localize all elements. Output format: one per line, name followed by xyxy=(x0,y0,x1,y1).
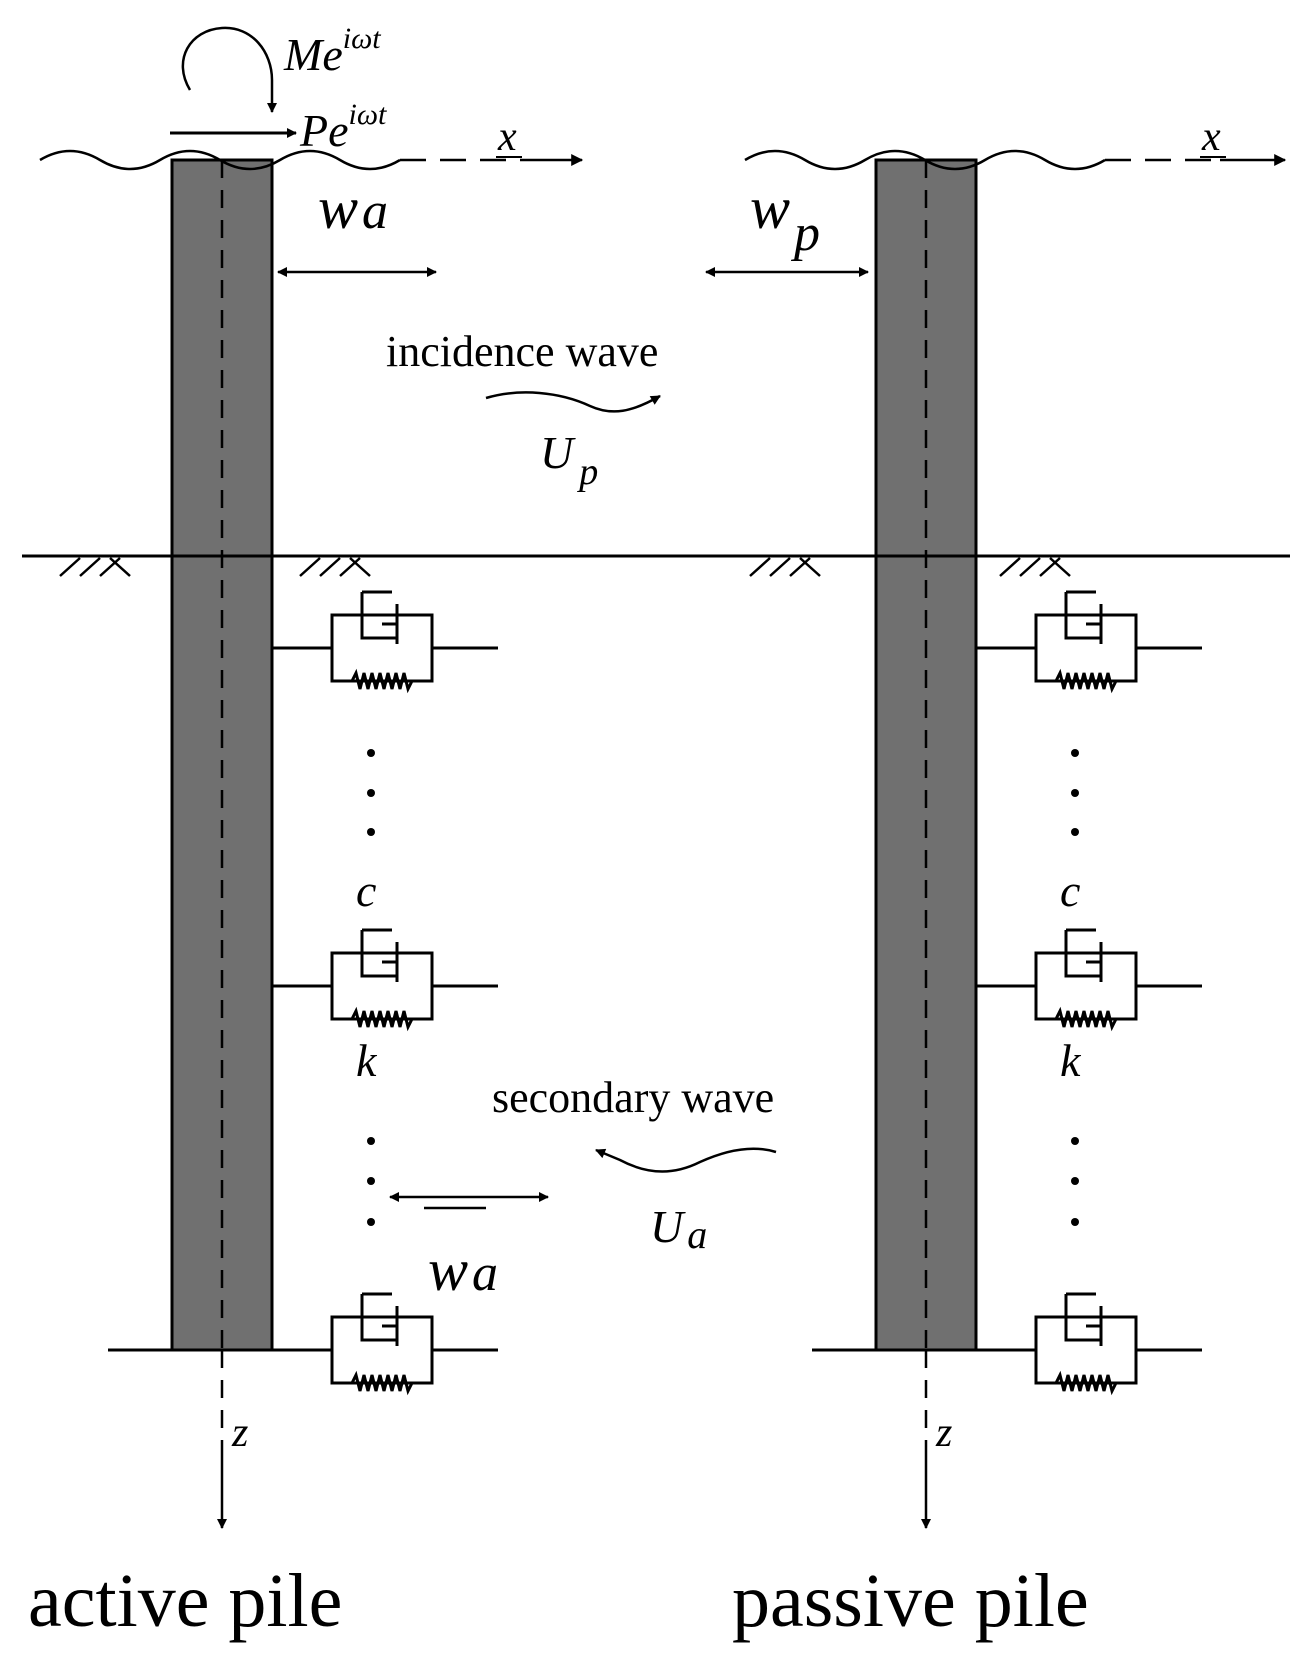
moment-arc-arrow xyxy=(181,26,277,113)
force-label: Peiωt xyxy=(299,98,387,156)
spring-dashpot-right-3 xyxy=(976,1292,1202,1396)
z-label-right: z xyxy=(935,1410,952,1456)
x-axis-right-label: x xyxy=(1201,114,1221,160)
spring-dashpot-left-1 xyxy=(272,590,498,694)
passive-pile-body xyxy=(874,158,978,1352)
active-pile-body xyxy=(170,158,274,1352)
w-a-bottom-label: wa xyxy=(428,1237,498,1303)
ground-hatch-3 xyxy=(749,557,821,577)
spring-dashpot-left-2 xyxy=(272,928,498,1032)
ground-hatch-1 xyxy=(59,557,131,577)
water-surface-right xyxy=(744,149,1106,171)
secondary-wave-label: secondary wave xyxy=(492,1073,774,1122)
water-surface-left xyxy=(39,149,401,171)
k-label-left: k xyxy=(356,1035,378,1086)
ground-hatch-2 xyxy=(299,557,371,577)
moment-label: Meiωt xyxy=(283,22,381,80)
ellipsis-left-lower xyxy=(367,1137,375,1226)
w-a-top-label: wa xyxy=(318,175,388,241)
k-label-right: k xyxy=(1060,1035,1082,1086)
active-pile-caption: active pile xyxy=(28,1559,342,1643)
ellipsis-right-lower xyxy=(1071,1137,1079,1226)
spring-dashpot-left-3 xyxy=(272,1292,498,1396)
passive-pile-caption: passive pile xyxy=(732,1559,1089,1643)
c-label-right: c xyxy=(1060,865,1080,916)
ground-hatch-4 xyxy=(999,557,1071,577)
secondary-wave-curve xyxy=(595,1147,777,1173)
incidence-wave-curve xyxy=(485,391,661,413)
spring-dashpot-right-1 xyxy=(976,590,1202,694)
x-axis-left-label: x xyxy=(497,114,517,160)
ellipsis-right-upper xyxy=(1071,749,1079,836)
ellipsis-left-upper xyxy=(367,749,375,836)
z-label-left: z xyxy=(231,1410,248,1456)
incidence-wave-label: incidence wave xyxy=(386,327,658,376)
spring-dashpot-right-2 xyxy=(976,928,1202,1032)
w-p-label: wp xyxy=(750,175,820,262)
c-label-left: c xyxy=(356,865,376,916)
